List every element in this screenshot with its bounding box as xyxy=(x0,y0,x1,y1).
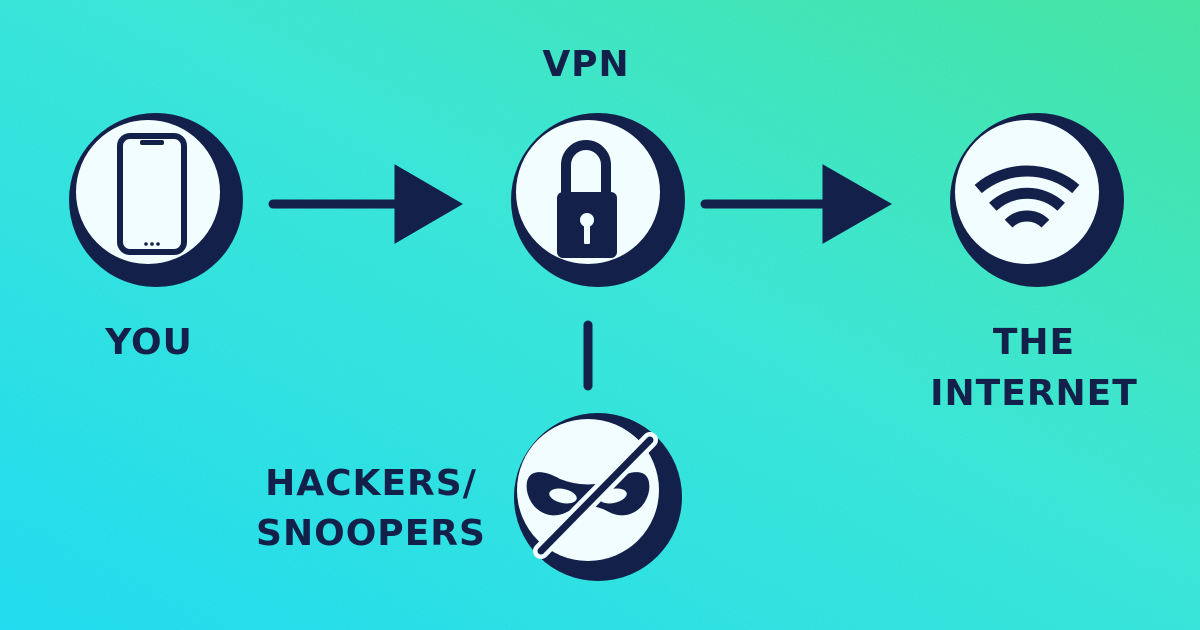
label-vpn: VPN xyxy=(542,44,629,85)
node-hackers xyxy=(514,413,682,581)
wifi-icon xyxy=(974,165,1080,228)
label-hackers-line1: HACKERS/ xyxy=(265,463,477,504)
node-you xyxy=(69,113,243,287)
label-internet-line2: INTERNET xyxy=(930,373,1138,414)
node-internet xyxy=(950,113,1124,287)
label-hackers-line2: SNOOPERS xyxy=(256,513,486,554)
label-you: YOU xyxy=(104,322,193,363)
arrow-vpn-to-internet xyxy=(700,164,893,244)
smartphone-icon xyxy=(117,133,187,255)
padlock-icon xyxy=(557,140,617,258)
no-mask-icon xyxy=(526,432,658,559)
node-vpn xyxy=(511,113,685,287)
arrow-you-to-vpn xyxy=(268,164,463,244)
label-internet-line1: THE xyxy=(993,322,1075,363)
